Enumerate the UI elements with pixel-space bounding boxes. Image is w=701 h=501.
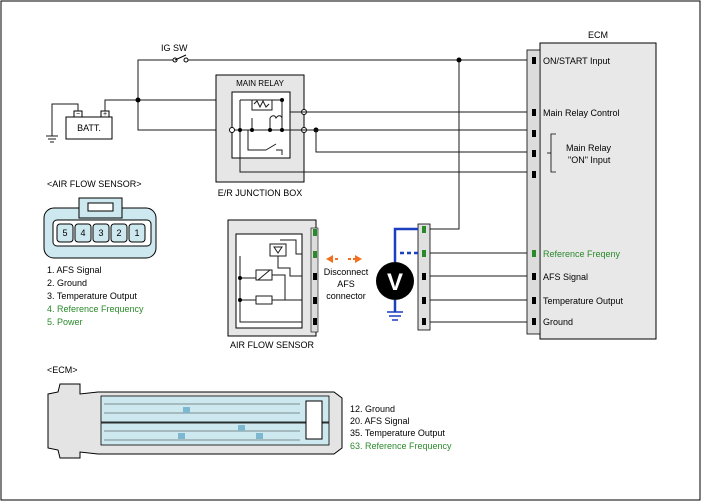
wires-relay-ecm — [239, 111, 527, 173]
ecm-pin-list-4: 63. Reference Frequency — [350, 441, 452, 451]
battery-plus: + — [103, 111, 107, 118]
ecm-pin-main-relay: Main Relay — [566, 143, 612, 153]
junction-dot — [135, 97, 141, 103]
afs-pin-markers — [313, 229, 317, 325]
ecm-pin-grid — [104, 403, 300, 441]
ecm-pin-list-2: 20. AFS Signal — [350, 416, 410, 426]
battery-wires — [46, 99, 107, 143]
junction-box-label: E/R JUNCTION BOX — [218, 188, 303, 198]
voltmeter — [376, 262, 414, 300]
ecm-pin-list-3: 35. Temperature Output — [350, 428, 445, 438]
ecm-small-block — [305, 400, 323, 440]
ecm-pin-afs-signal: AFS Signal — [543, 272, 588, 282]
disconnect-arrows — [326, 255, 362, 263]
afs-pin-3: 3 — [98, 228, 103, 238]
afs-pin-4: 4 — [80, 228, 85, 238]
wires-connector-ecm — [430, 252, 527, 323]
disconnect-text-3: connector — [326, 291, 366, 301]
afs-pin-list-4: 4. Reference Frequency — [47, 304, 144, 314]
ecm-pin-list-1: 12. Ground — [350, 404, 395, 414]
switch-contact — [183, 57, 189, 63]
battery — [65, 116, 113, 140]
voltmeter-probes — [393, 227, 418, 312]
ground-symbol — [387, 311, 403, 321]
afs-latch-slot — [87, 202, 114, 212]
switch-lever — [174, 54, 187, 61]
afs-pins — [56, 223, 146, 243]
afs-pin-list-3: 3. Temperature Output — [47, 291, 137, 301]
afs-pin-1: 1 — [134, 228, 139, 238]
ecm-pin-temp-output: Temperature Output — [543, 296, 624, 306]
ecm-pin-ground: Ground — [543, 317, 573, 327]
afs-header: <AIR FLOW SENSOR> — [47, 179, 142, 189]
afs-label: AIR FLOW SENSOR — [230, 340, 315, 350]
battery-minus: − — [76, 111, 80, 118]
ecm-header: <ECM> — [47, 365, 78, 375]
ecm-pin-row-top — [100, 395, 330, 423]
ecm-highlight-pins — [178, 407, 263, 439]
inline-connector-pins — [422, 226, 426, 325]
ecm-pin-markers — [532, 57, 536, 325]
afs-circuit-box — [235, 233, 303, 329]
junction-dot — [238, 276, 242, 280]
disconnect-text-2: AFS — [337, 279, 355, 289]
ecm-pin-row-bottom — [100, 422, 330, 446]
wires-power — [107, 59, 527, 230]
ecm-pin-reference: Reference Freqeny — [543, 249, 621, 259]
disconnect-text-1: Disconnect — [324, 267, 369, 277]
afs-pin-list-1: 1. AFS Signal — [47, 265, 102, 275]
ig-sw-label: IG SW — [161, 43, 188, 53]
afs-pin-2: 2 — [116, 228, 121, 238]
main-relay-label: MAIN RELAY — [236, 79, 285, 88]
afs-pin-list-5: 5. Power — [47, 317, 83, 327]
relay-terminal — [229, 127, 235, 133]
voltmeter-symbol: V — [387, 269, 403, 296]
junction-dot — [238, 298, 242, 302]
ecm-pin-on-input: "ON" Input — [568, 155, 611, 165]
ecm-pin-on-start: ON/START Input — [543, 56, 611, 66]
ecm-block — [539, 42, 657, 340]
ecm-connector — [526, 49, 541, 335]
main-relay-box — [231, 91, 291, 159]
afs-pin-list-2: 2. Ground — [47, 278, 87, 288]
junction-dot — [456, 57, 462, 63]
relay-dots — [238, 98, 284, 132]
battery-label: BATT. — [77, 123, 101, 133]
ecm-title: ECM — [588, 30, 608, 40]
ecm-pin-main-relay-control: Main Relay Control — [543, 108, 620, 118]
afs-pin-5: 5 — [62, 228, 67, 238]
